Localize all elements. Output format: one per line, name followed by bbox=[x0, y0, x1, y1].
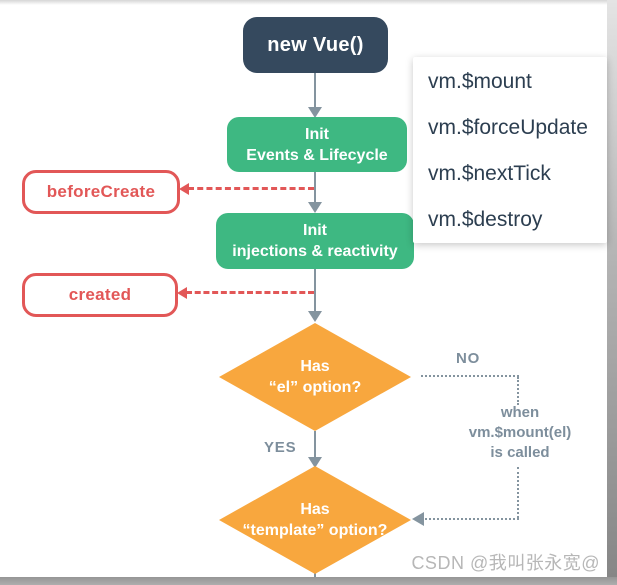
connector-el-template bbox=[314, 431, 316, 459]
list-item: vm.$nextTick bbox=[413, 151, 607, 197]
new-vue-label: new Vue() bbox=[267, 33, 364, 56]
arrowhead-down-icon bbox=[308, 457, 322, 468]
top-edge-shadow bbox=[0, 0, 617, 5]
arrowhead-down-icon bbox=[308, 202, 322, 213]
instance-methods-panel: vm.$mount vm.$forceUpdate vm.$nextTick v… bbox=[413, 57, 607, 243]
init-injections-node: Init injections & reactivity bbox=[216, 213, 414, 269]
no-branch-label: NO bbox=[456, 350, 481, 367]
csdn-watermark: CSDN @我叫张永宽@ bbox=[411, 553, 600, 573]
no-branch-line-v2 bbox=[517, 467, 519, 518]
new-vue-node: new Vue() bbox=[243, 17, 388, 73]
method-mount-label: vm.$mount bbox=[428, 70, 532, 93]
when-mount-line3: is called bbox=[490, 444, 550, 461]
connector-injections-diamond bbox=[314, 269, 316, 313]
method-forceupdate-label: vm.$forceUpdate bbox=[428, 116, 588, 139]
init-injections-line2: injections & reactivity bbox=[232, 243, 398, 260]
list-item: vm.$mount bbox=[413, 59, 607, 105]
arrowhead-down-icon bbox=[308, 107, 322, 118]
right-edge-shadow bbox=[607, 0, 617, 585]
arrowhead-left-icon bbox=[412, 512, 424, 526]
has-el-line2: “el” option? bbox=[268, 379, 362, 396]
when-mount-note: when vm.$mount(el) is called bbox=[450, 403, 590, 463]
yes-branch-label: YES bbox=[264, 439, 297, 456]
connector-template-continues bbox=[314, 572, 316, 577]
init-injections-line1: Init bbox=[303, 222, 327, 239]
has-template-line1: Has bbox=[300, 501, 330, 518]
list-item: vm.$forceUpdate bbox=[413, 105, 607, 151]
dashed-link-created bbox=[186, 291, 314, 294]
has-el-line1: Has bbox=[300, 358, 330, 375]
created-node: created bbox=[22, 273, 178, 317]
no-branch-line-v1 bbox=[517, 377, 519, 405]
dashed-link-beforecreate bbox=[188, 187, 314, 190]
no-branch-return-line bbox=[425, 518, 519, 520]
connector-newvue-events bbox=[314, 73, 316, 109]
when-mount-line2: vm.$mount(el) bbox=[468, 424, 572, 441]
before-create-label: beforeCreate bbox=[46, 182, 156, 201]
init-events-line1: Init bbox=[305, 125, 329, 143]
arrowhead-left-icon bbox=[179, 183, 189, 195]
has-template-decision-node: Has “template” option? bbox=[219, 466, 411, 574]
list-item: vm.$destroy bbox=[413, 197, 607, 243]
arrowhead-down-icon bbox=[308, 311, 322, 322]
when-mount-line1: when bbox=[500, 404, 540, 421]
created-label: created bbox=[68, 285, 132, 304]
method-nexttick-label: vm.$nextTick bbox=[428, 162, 551, 185]
bottom-edge-bar bbox=[0, 577, 617, 585]
init-events-node: Init Events & Lifecycle bbox=[227, 117, 407, 172]
method-destroy-label: vm.$destroy bbox=[428, 208, 543, 231]
before-create-node: beforeCreate bbox=[22, 170, 180, 214]
connector-events-injections bbox=[314, 172, 316, 204]
no-branch-line-h bbox=[421, 375, 519, 377]
has-template-line2: “template” option? bbox=[242, 522, 388, 539]
init-events-line2: Events & Lifecycle bbox=[246, 146, 388, 164]
has-el-decision-node: Has “el” option? bbox=[219, 323, 411, 431]
arrowhead-left-icon bbox=[177, 287, 187, 299]
